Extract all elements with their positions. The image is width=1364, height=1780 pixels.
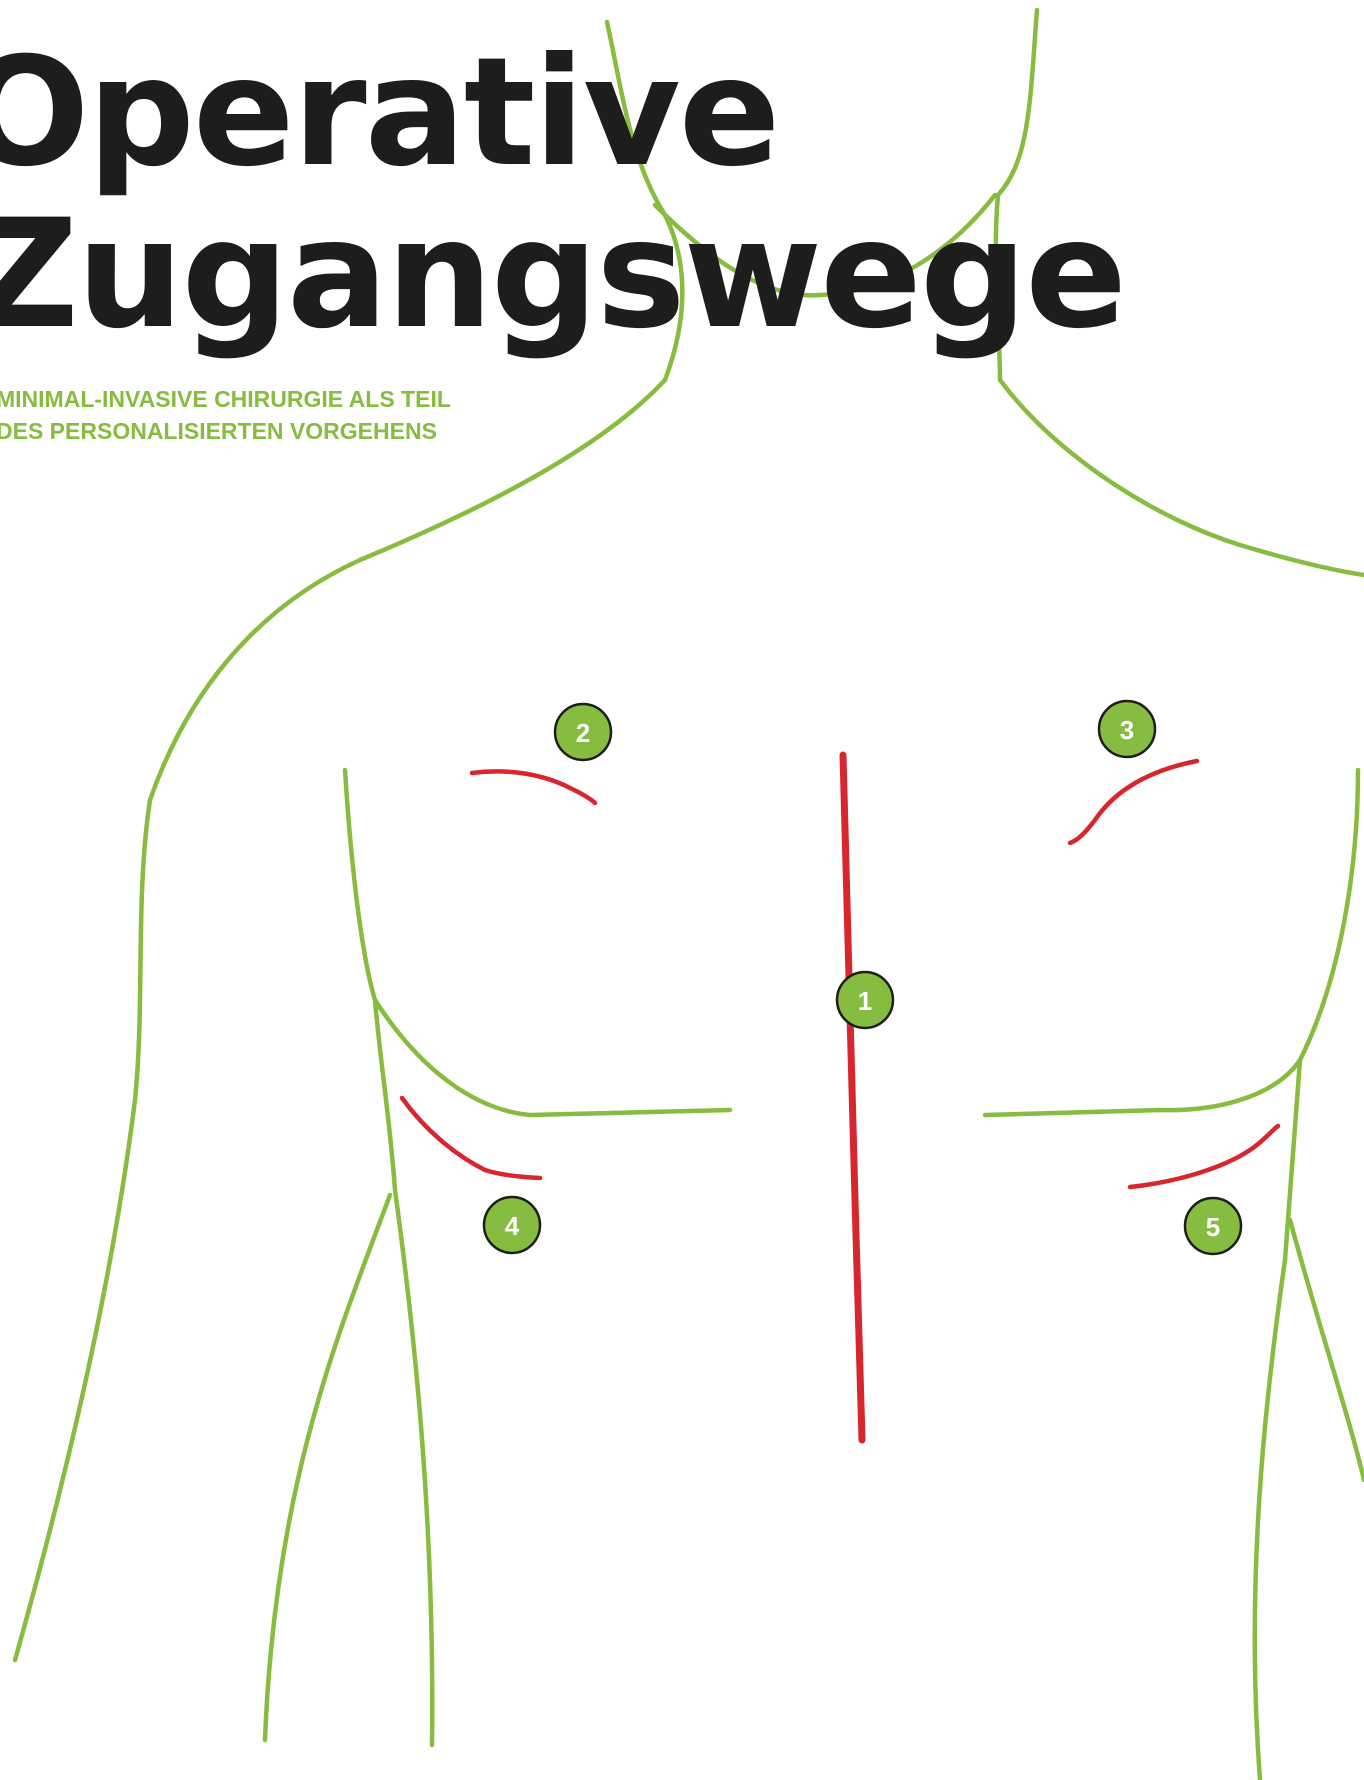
- marker-5-label: 5: [1206, 1212, 1220, 1242]
- marker-4-label: 4: [505, 1211, 520, 1241]
- subtitle-line-1: MINIMAL-INVASIVE CHIRURGIE ALS TEIL: [0, 388, 451, 411]
- marker-1-label: 1: [858, 986, 872, 1016]
- arm-right-inner-line: [1290, 1220, 1364, 1480]
- incision-5: [1130, 1126, 1278, 1187]
- torso-left-line: [345, 770, 432, 1745]
- pec-right-line: [985, 1060, 1300, 1115]
- marker-5: 5: [1185, 1198, 1241, 1254]
- subtitle-line-2: DES PERSONALISIERTEN VORGEHENS: [0, 420, 437, 443]
- pec-left-line: [375, 1000, 730, 1115]
- marker-2: 2: [555, 704, 611, 760]
- marker-3-label: 3: [1120, 715, 1134, 745]
- incision-sternotomy: [843, 755, 862, 1440]
- marker-1: 1: [837, 972, 893, 1028]
- page-title-line-1: Operative: [0, 38, 778, 188]
- incisions: [402, 755, 1278, 1440]
- shoulder-right-line: [1000, 380, 1364, 575]
- incision-3: [1070, 761, 1197, 843]
- marker-2-label: 2: [576, 718, 590, 748]
- arm-left-inner-line: [265, 1195, 390, 1740]
- incision-4: [402, 1098, 540, 1178]
- marker-4: 4: [484, 1197, 540, 1253]
- incision-2: [472, 771, 595, 803]
- arm-left-outer-line: [15, 800, 150, 1660]
- marker-3: 3: [1099, 701, 1155, 757]
- page-title-line-2: Zugangswege: [0, 200, 1125, 350]
